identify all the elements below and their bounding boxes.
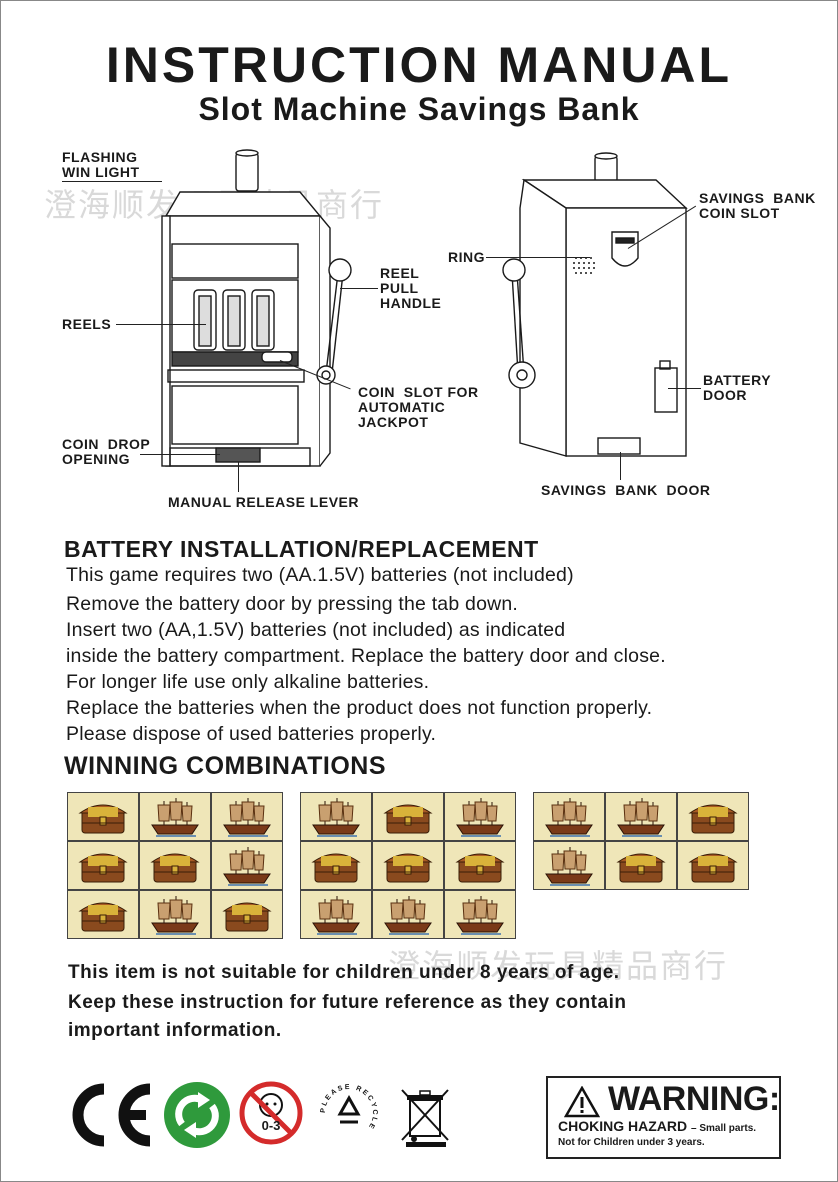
treasure-chest-symbol (606, 842, 676, 889)
keep-instructions-note: important information. (68, 1020, 282, 1041)
slot-machine-back-illustration (502, 152, 688, 457)
label-savings-bank-coin-slot: SAVINGS BANK COIN SLOT (699, 190, 816, 221)
pirate-ship-symbol (140, 891, 210, 938)
choking-hazard-text: CHOKING HAZARD (558, 1118, 688, 1134)
treasure-chest-symbol (373, 842, 443, 889)
leader-line (238, 462, 239, 492)
pirate-ship-symbol (301, 793, 371, 840)
pirate-ship-symbol (140, 793, 210, 840)
pirate-ship-symbol (212, 793, 282, 840)
treasure-chest-symbol (140, 842, 210, 889)
warning-title: WARNING: (608, 1080, 780, 1118)
age-restriction-icon: 0-3 (238, 1080, 304, 1146)
treasure-chest-symbol (68, 891, 138, 938)
slot-machine-front-illustration (161, 149, 352, 467)
green-dot-icon (164, 1082, 230, 1148)
winning-combination-grid (533, 792, 749, 890)
label-manual-release-lever: MANUAL RELEASE LEVER (168, 494, 359, 510)
instruction-line: Please dispose of used batteries properl… (66, 723, 437, 745)
winning-combination-grid (67, 792, 283, 939)
label-coin-slot-jackpot: COIN SLOT FOR AUTOMATIC JACKPOT (358, 384, 479, 430)
treasure-chest-symbol (212, 891, 282, 938)
leader-line (140, 454, 220, 455)
instruction-line: inside the battery compartment. Replace … (66, 645, 666, 667)
leader-line (668, 388, 701, 389)
pirate-ship-symbol (212, 842, 282, 889)
instruction-line: Replace the batteries when the product d… (66, 697, 653, 719)
leader-line (116, 324, 206, 325)
choking-hazard-warning: WARNING: CHOKING HAZARD – Small parts. N… (546, 1076, 781, 1159)
age-badge-text: 0-3 (261, 1118, 281, 1133)
instruction-line: For longer life use only alkaline batter… (66, 671, 430, 693)
treasure-chest-symbol (301, 842, 371, 889)
watermark: 澄海顺发玩具精品商行 (388, 947, 729, 985)
pirate-ship-symbol (445, 891, 515, 938)
label-battery-door: BATTERY DOOR (703, 372, 772, 403)
treasure-chest-symbol (373, 793, 443, 840)
pirate-ship-symbol (301, 891, 371, 938)
label-coin-drop-opening: COIN DROP OPENING (62, 436, 151, 467)
warning-triangle-icon (564, 1086, 600, 1118)
battery-instructions: This game requires two (AA.1.5V) batteri… (66, 562, 666, 747)
label-reels: REELS (62, 316, 112, 332)
pirate-ship-symbol (534, 842, 604, 889)
pirate-ship-symbol (606, 793, 676, 840)
leader-line (620, 452, 621, 480)
treasure-chest-symbol (445, 842, 515, 889)
leader-line (62, 181, 162, 182)
page-title: INSTRUCTION MANUAL (105, 37, 733, 93)
label-ring: RING (448, 249, 485, 265)
warning-age-text: Not for Children under 3 years. (558, 1137, 705, 1148)
pirate-ship-symbol (373, 891, 443, 938)
instruction-line: Remove the battery door by pressing the … (66, 593, 519, 615)
treasure-chest-symbol (678, 842, 748, 889)
winning-heading: WINNING COMBINATIONS (64, 752, 387, 780)
pirate-ship-symbol (534, 793, 604, 840)
battery-heading: BATTERY INSTALLATION/REPLACEMENT (64, 536, 539, 562)
instruction-line: This game requires two (AA.1.5V) batteri… (66, 564, 574, 586)
instruction-line: Insert two (AA,1.5V) batteries (not incl… (66, 619, 566, 641)
recycle-text: PLEASE RECYCLE (320, 1084, 376, 1131)
warning-hazard-line: CHOKING HAZARD – Small parts. (558, 1118, 756, 1134)
label-savings-bank-door: SAVINGS BANK DOOR (541, 482, 711, 498)
leader-line (340, 288, 378, 289)
wheelie-bin-crossed-icon (401, 1089, 449, 1147)
small-parts-text: – Small parts. (691, 1123, 757, 1134)
page-subtitle: Slot Machine Savings Bank (198, 91, 640, 127)
age-warning-note: This item is not suitable for children u… (68, 962, 620, 983)
winning-combination-grid (300, 792, 516, 939)
keep-instructions-note: Keep these instruction for future refere… (68, 992, 627, 1013)
leader-line (486, 257, 590, 258)
treasure-chest-symbol (68, 842, 138, 889)
label-flashing-win-light: FLASHING WIN LIGHT (62, 149, 140, 180)
treasure-chest-symbol (678, 793, 748, 840)
ce-mark-icon (72, 1083, 151, 1147)
label-reel-pull-handle: REEL PULL HANDLE (380, 265, 442, 311)
svg-text:PLEASE RECYCLE: PLEASE RECYCLE (320, 1084, 378, 1131)
recycle-icon: PLEASE RECYCLE (316, 1080, 382, 1146)
treasure-chest-symbol (68, 793, 138, 840)
pirate-ship-symbol (445, 793, 515, 840)
